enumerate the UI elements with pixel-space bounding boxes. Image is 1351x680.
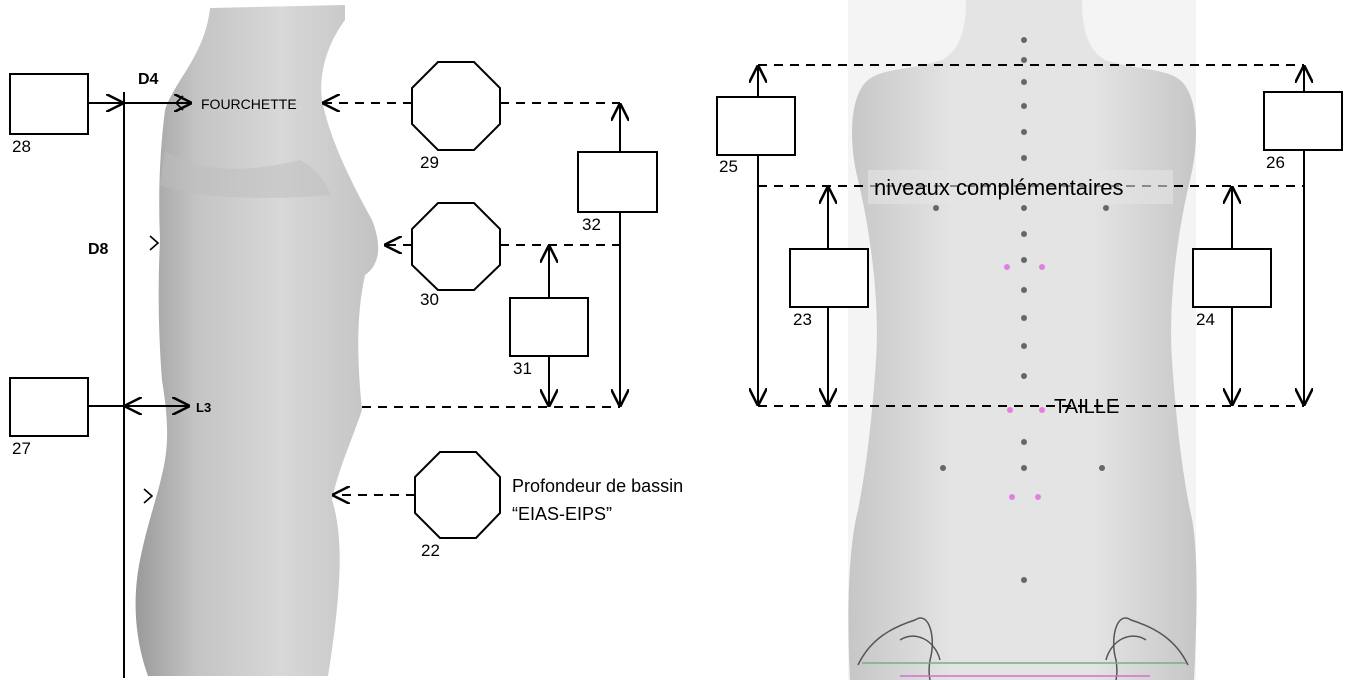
measure-box-25: [717, 97, 795, 155]
octagon-22: [415, 452, 500, 538]
label-l3: L3: [196, 400, 211, 415]
octagon-30: [412, 203, 500, 290]
measure-box-32: [578, 152, 657, 212]
right-back-view: niveaux complémentaires TAILLE 25 23 26 …: [717, 0, 1342, 680]
measure-box-24: [1193, 249, 1271, 307]
left-side-view: D4 D8 L3 28 FOURCHETTE 27 29 30 22 Profo…: [10, 5, 683, 678]
measure-number-26: 26: [1266, 153, 1285, 172]
measure-number-25: 25: [719, 157, 738, 176]
pelvis-caption-line2: “EIAS-EIPS”: [512, 504, 612, 524]
measure-box-31: [510, 298, 588, 356]
octagon-number-29: 29: [420, 153, 439, 172]
label-d8: D8: [88, 241, 109, 258]
pelvis-caption-line1: Profondeur de bassin: [512, 476, 683, 496]
measure-number-27: 27: [12, 439, 31, 458]
label-fourchette: FOURCHETTE: [201, 96, 297, 112]
measure-number-31: 31: [513, 359, 532, 378]
label-waist: TAILLE: [1054, 396, 1119, 418]
label-d4: D4: [138, 71, 159, 88]
octagon-number-30: 30: [420, 290, 439, 309]
octagon-29: [412, 62, 500, 150]
measure-box-27: [10, 378, 88, 436]
measure-number-28: 28: [12, 137, 31, 156]
measure-box-26: [1264, 92, 1342, 150]
measure-number-24: 24: [1196, 310, 1215, 329]
measure-number-32: 32: [582, 215, 601, 234]
measure-box-23: [790, 249, 868, 307]
octagon-number-22: 22: [421, 541, 440, 560]
measure-box-28: [10, 74, 88, 134]
label-complementary-levels: niveaux complémentaires: [874, 175, 1123, 200]
measure-number-23: 23: [793, 310, 812, 329]
